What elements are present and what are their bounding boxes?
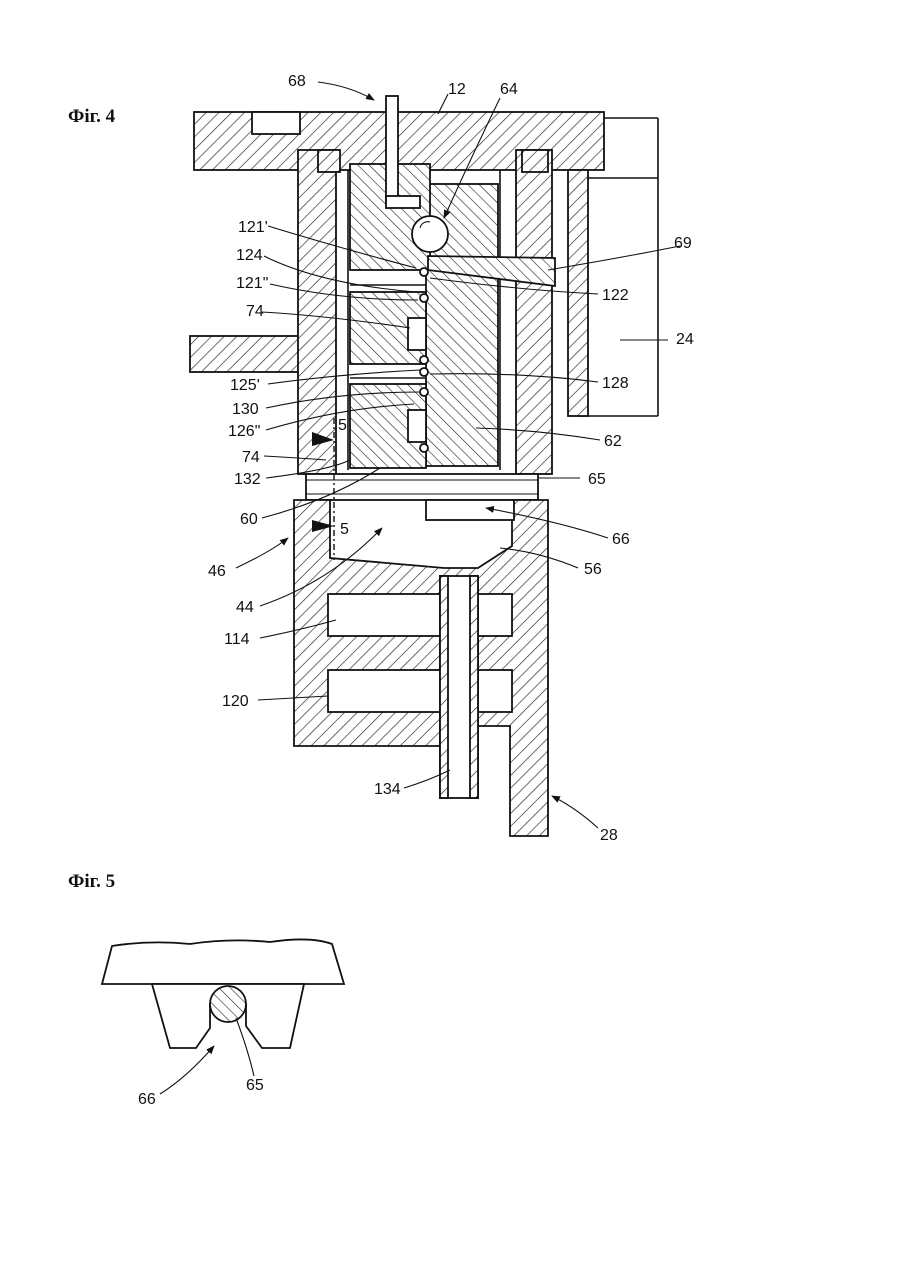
label-24: 24 [676,331,694,348]
label-section-5-bottom: 5 [340,521,349,538]
label-125-prime: 125' [230,377,260,394]
figure-5: Фіг. 5 66 65 [68,871,344,1108]
lower-body-46 [294,500,548,836]
sensor-74-upper [408,318,426,350]
label-121-double-prime: 121" [236,275,268,292]
label-128: 128 [602,375,629,392]
label-69: 69 [674,235,692,252]
pin-65 [306,474,538,500]
pin-65-section [210,986,246,1022]
label-122: 122 [602,287,629,304]
label-74-lower: 74 [242,449,260,466]
label-62: 62 [604,433,622,450]
label-46: 46 [208,563,226,580]
figure-4-caption: Фіг. 4 [68,106,116,127]
label-28: 28 [600,827,618,844]
ball-valve-64 [412,216,448,252]
label-132: 132 [234,471,261,488]
label-130: 130 [232,401,259,418]
label-section-5-top: 5 [338,417,347,434]
label-68: 68 [288,73,306,90]
label-124: 124 [236,247,263,264]
figure-4: Фіг. 4 [68,73,694,844]
label-56: 56 [584,561,602,578]
left-flange [190,336,300,372]
label-114: 114 [224,631,250,648]
figure-5-caption: Фіг. 5 [68,871,115,892]
label-126-double-prime: 126" [228,423,260,440]
fig5-label-65: 65 [246,1077,264,1094]
label-134: 134 [374,781,401,798]
slider-head-66 [102,939,344,984]
label-65: 65 [588,471,606,488]
label-60: 60 [240,511,258,528]
label-121-prime: 121' [238,219,268,236]
label-66: 66 [612,531,630,548]
label-74-upper: 74 [246,303,264,320]
label-64: 64 [500,81,518,98]
label-120: 120 [222,693,249,710]
sensor-74-lower [408,410,426,442]
fig5-label-66: 66 [138,1091,156,1108]
label-12: 12 [448,81,466,98]
label-44: 44 [236,599,254,616]
